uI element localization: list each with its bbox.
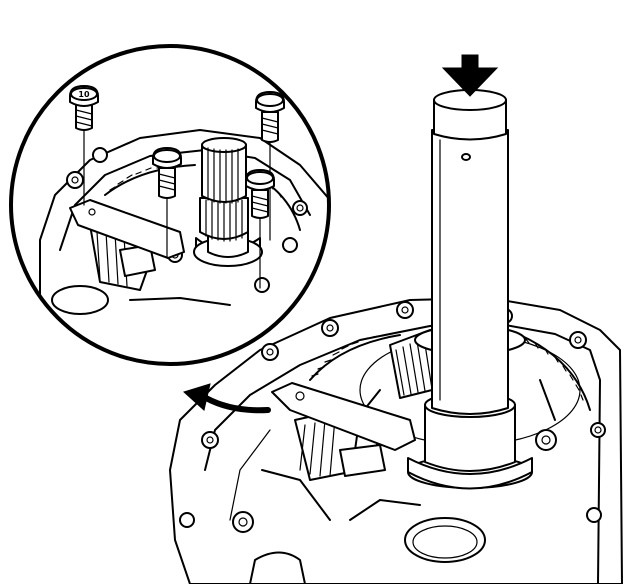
retainer-bolt-3 bbox=[152, 147, 182, 259]
down-arrow-icon bbox=[441, 54, 499, 97]
retainer-bolt-2 bbox=[255, 91, 285, 241]
seal-installer-tool bbox=[407, 89, 533, 490]
bolt-marking-label: 10 bbox=[78, 90, 90, 99]
retainer-bolt-4 bbox=[245, 169, 275, 289]
retainer-bolt-1: 10 bbox=[69, 85, 99, 206]
curved-arrow-icon bbox=[183, 383, 271, 414]
detail-circle-border bbox=[9, 44, 331, 366]
retainer-bracket bbox=[271, 382, 416, 451]
